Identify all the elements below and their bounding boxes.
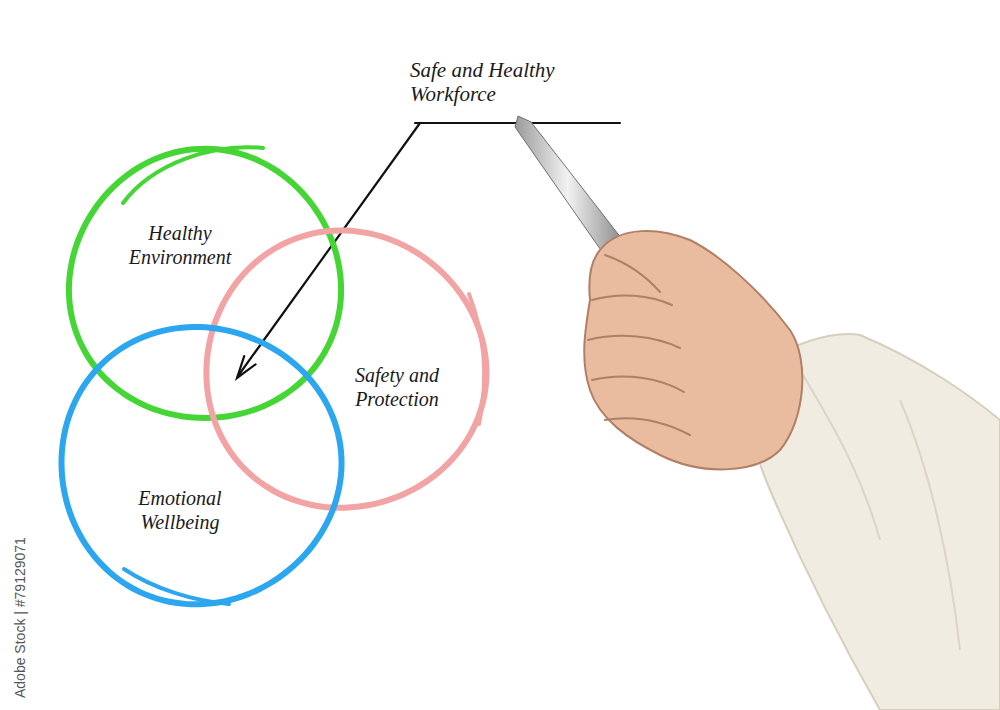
sleeve-fold xyxy=(800,370,960,650)
heading-callout: Safe and Healthy Workforce xyxy=(410,58,610,106)
circle-label: Emotional Wellbeing xyxy=(110,486,250,534)
finger-lines xyxy=(588,255,690,435)
arrow-head xyxy=(237,356,256,378)
leader-arrow xyxy=(237,123,620,378)
watermark: Adobe Stock | #79129071 xyxy=(12,537,28,698)
hand xyxy=(584,231,802,469)
circle-stroke-tail xyxy=(123,147,263,203)
circle-label: Healthy Environment xyxy=(110,221,250,269)
circle-outline xyxy=(206,230,486,507)
circle-stroke-tail xyxy=(469,294,484,424)
venn-circle: Safety and Protection xyxy=(199,224,491,516)
venn-circle: Emotional Wellbeing xyxy=(54,319,346,611)
wellbeing-circle xyxy=(54,319,346,611)
circle-stroke-tail xyxy=(124,569,229,604)
heading-callout-box: Safe and Healthy Workforce xyxy=(410,58,610,106)
circle-outline xyxy=(62,327,342,604)
circle-label: Safety and Protection xyxy=(330,363,465,411)
safety-circle xyxy=(199,224,491,516)
watermark-box: Adobe Stock | #79129071 xyxy=(12,537,28,698)
